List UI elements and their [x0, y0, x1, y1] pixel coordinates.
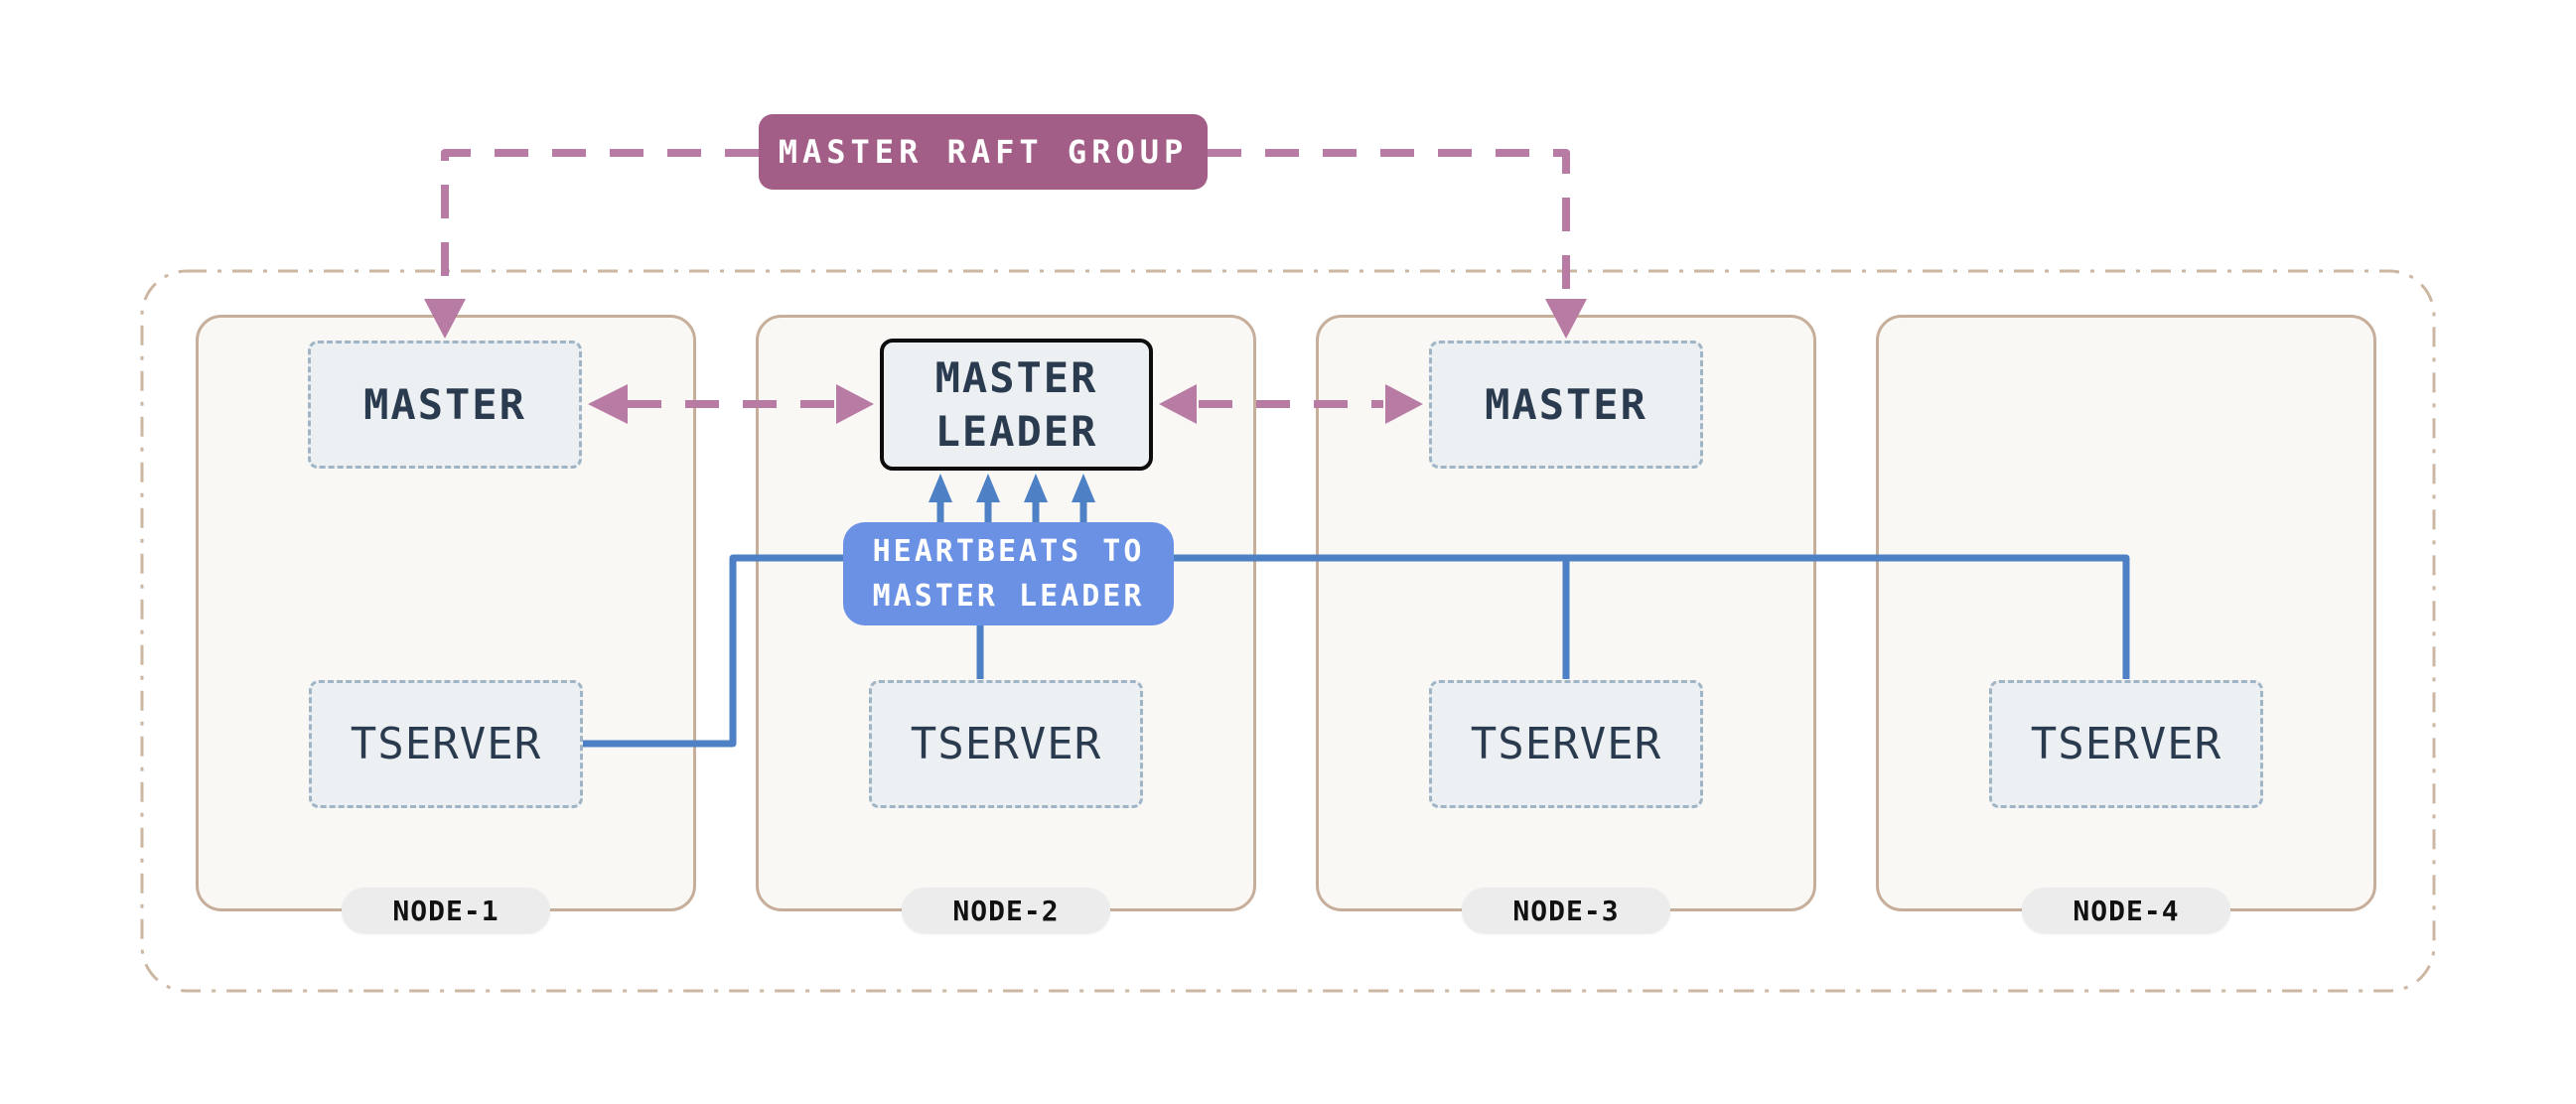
master-leader-label-line1: MASTER [934, 352, 1098, 402]
master-box-node-3: MASTER [1429, 341, 1703, 469]
raft-link-left [441, 149, 759, 299]
tserver-label-node-3: TSERVER [1470, 719, 1662, 769]
master-leader-link-right-arrowhead-west [1159, 384, 1197, 424]
node-4-pill-label: NODE-4 [2073, 894, 2180, 927]
master-leader-label-line2: LEADER [934, 406, 1098, 456]
heartbeat-arrow-1-head [929, 474, 952, 502]
heartbeats-box: HEARTBEATS TO MASTER LEADER [843, 522, 1174, 625]
cluster-boundary [140, 269, 2436, 993]
node-2-pill-label: NODE-2 [952, 894, 1060, 927]
node-1-pill: NODE-1 [342, 888, 550, 933]
master-raft-group-box: MASTER RAFT GROUP [759, 114, 1208, 190]
master-leader-link-left-arrowhead-east [836, 384, 874, 424]
tserver-box-node-2: TSERVER [869, 680, 1143, 808]
heartbeats-label-line2: MASTER LEADER [872, 579, 1145, 614]
master-box-node-1: MASTER [308, 341, 582, 469]
heartbeat-arrow-2-head [976, 474, 1000, 502]
heartbeat-arrow-4-head [1072, 474, 1095, 502]
node-3-pill-label: NODE-3 [1512, 894, 1620, 927]
master-leader-link-left-arrowhead-west [588, 384, 628, 424]
master-label-node-3: MASTER [1485, 380, 1647, 429]
heartbeat-line-tserver1 [583, 554, 843, 748]
node-3-pill: NODE-3 [1462, 888, 1670, 933]
tserver-box-node-3: TSERVER [1429, 680, 1703, 808]
heartbeat-arrow-3-head [1024, 474, 1048, 502]
tserver-label-node-1: TSERVER [350, 719, 542, 769]
heartbeats-label-line1: HEARTBEATS TO [872, 534, 1145, 569]
node-4-pill: NODE-4 [2022, 888, 2230, 933]
master-raft-group-label: MASTER RAFT GROUP [778, 133, 1189, 171]
node-2-pill: NODE-2 [902, 888, 1110, 933]
tserver-label-node-2: TSERVER [910, 719, 1102, 769]
raft-link-right [1208, 149, 1570, 299]
tserver-box-node-1: TSERVER [309, 680, 583, 808]
heartbeat-line-tserver4 [1174, 554, 2130, 679]
node-1-pill-label: NODE-1 [392, 894, 500, 927]
master-label-node-1: MASTER [363, 380, 526, 429]
tserver-box-node-4: TSERVER [1989, 680, 2263, 808]
master-leader-box: MASTER LEADER [880, 339, 1153, 471]
raft-link-right-arrowhead [1545, 299, 1587, 339]
tserver-label-node-4: TSERVER [2030, 719, 2222, 769]
raft-link-left-arrowhead [424, 299, 466, 339]
master-leader-link-right-arrowhead-east [1385, 384, 1423, 424]
